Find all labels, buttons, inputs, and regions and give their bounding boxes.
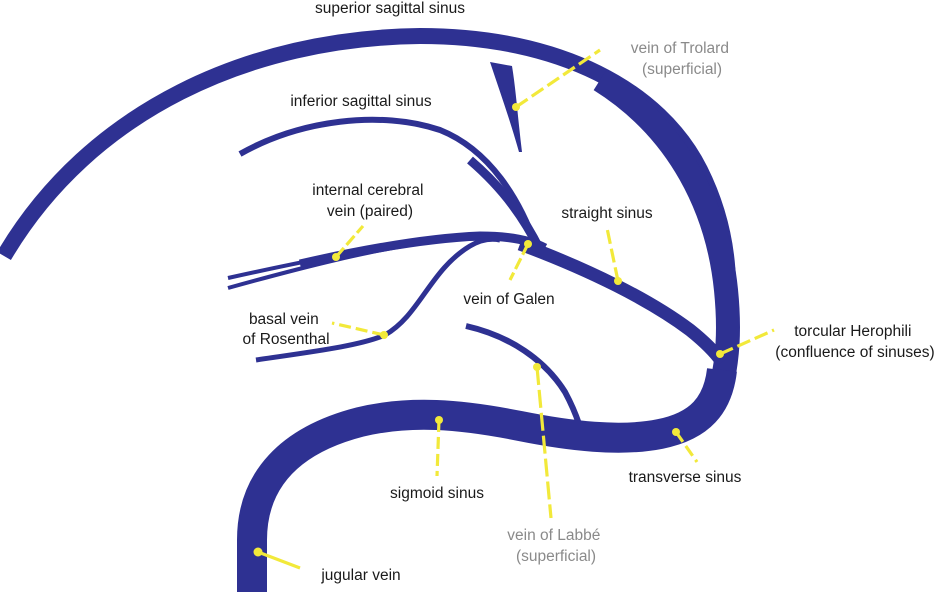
label-vein-of-trolard: vein of Trolard (superficial) xyxy=(631,40,734,78)
straight-sinus xyxy=(517,237,728,366)
label-vein-of-labbe: vein of Labbé (superficial) xyxy=(507,527,604,565)
leader-jugular xyxy=(257,550,301,570)
leader-internal-cerebral-dot xyxy=(332,253,340,261)
label-vein-of-galen: vein of Galen xyxy=(463,291,554,308)
vein-of-trolard xyxy=(490,62,522,152)
superior-sagittal-sinus-posterior xyxy=(593,69,740,395)
leader-labbe xyxy=(535,366,553,519)
leader-trolard-dot xyxy=(512,103,520,111)
leader-transverse-dot xyxy=(672,428,680,436)
leader-sigmoid xyxy=(435,419,441,477)
leader-torcular xyxy=(719,328,775,356)
veins xyxy=(0,28,740,592)
leader-torcular-dot xyxy=(716,350,724,358)
label-torcular-herophili: torcular Herophili (confluence of sinuse… xyxy=(775,323,934,361)
labels: superior sagittal sinus vein of Trolard … xyxy=(242,0,934,584)
leader-labbe-dot xyxy=(533,363,541,371)
basal-vein-of-rosenthal xyxy=(255,236,501,363)
label-jugular-vein: jugular vein xyxy=(320,567,400,584)
label-superior-sagittal-sinus: superior sagittal sinus xyxy=(315,0,465,17)
leader-straight-dot xyxy=(614,277,622,285)
leaders xyxy=(253,48,775,570)
label-sigmoid-sinus: sigmoid sinus xyxy=(390,485,484,502)
leader-rosenthal xyxy=(331,321,385,337)
label-basal-vein-of-rosenthal: basal vein of Rosenthal xyxy=(242,311,329,348)
label-straight-sinus: straight sinus xyxy=(561,205,653,222)
label-inferior-sagittal-sinus: inferior sagittal sinus xyxy=(290,93,432,110)
leader-rosenthal-dot xyxy=(380,331,388,339)
vein-of-labbe xyxy=(465,323,582,425)
leader-sigmoid-dot xyxy=(435,416,443,424)
leader-trolard xyxy=(515,48,601,109)
leader-internal-cerebral xyxy=(334,224,365,259)
inferior-sagittal-sinus xyxy=(238,116,539,247)
leader-transverse xyxy=(674,431,699,463)
transverse-sigmoid-sinus xyxy=(237,367,737,592)
label-transverse-sinus: transverse sinus xyxy=(629,469,742,486)
leader-jugular-dot xyxy=(253,547,263,557)
leader-galen xyxy=(508,243,530,281)
leader-galen-dot xyxy=(524,240,532,248)
leader-straight xyxy=(605,227,620,282)
label-internal-cerebral-vein: internal cerebral vein (paired) xyxy=(312,182,427,220)
